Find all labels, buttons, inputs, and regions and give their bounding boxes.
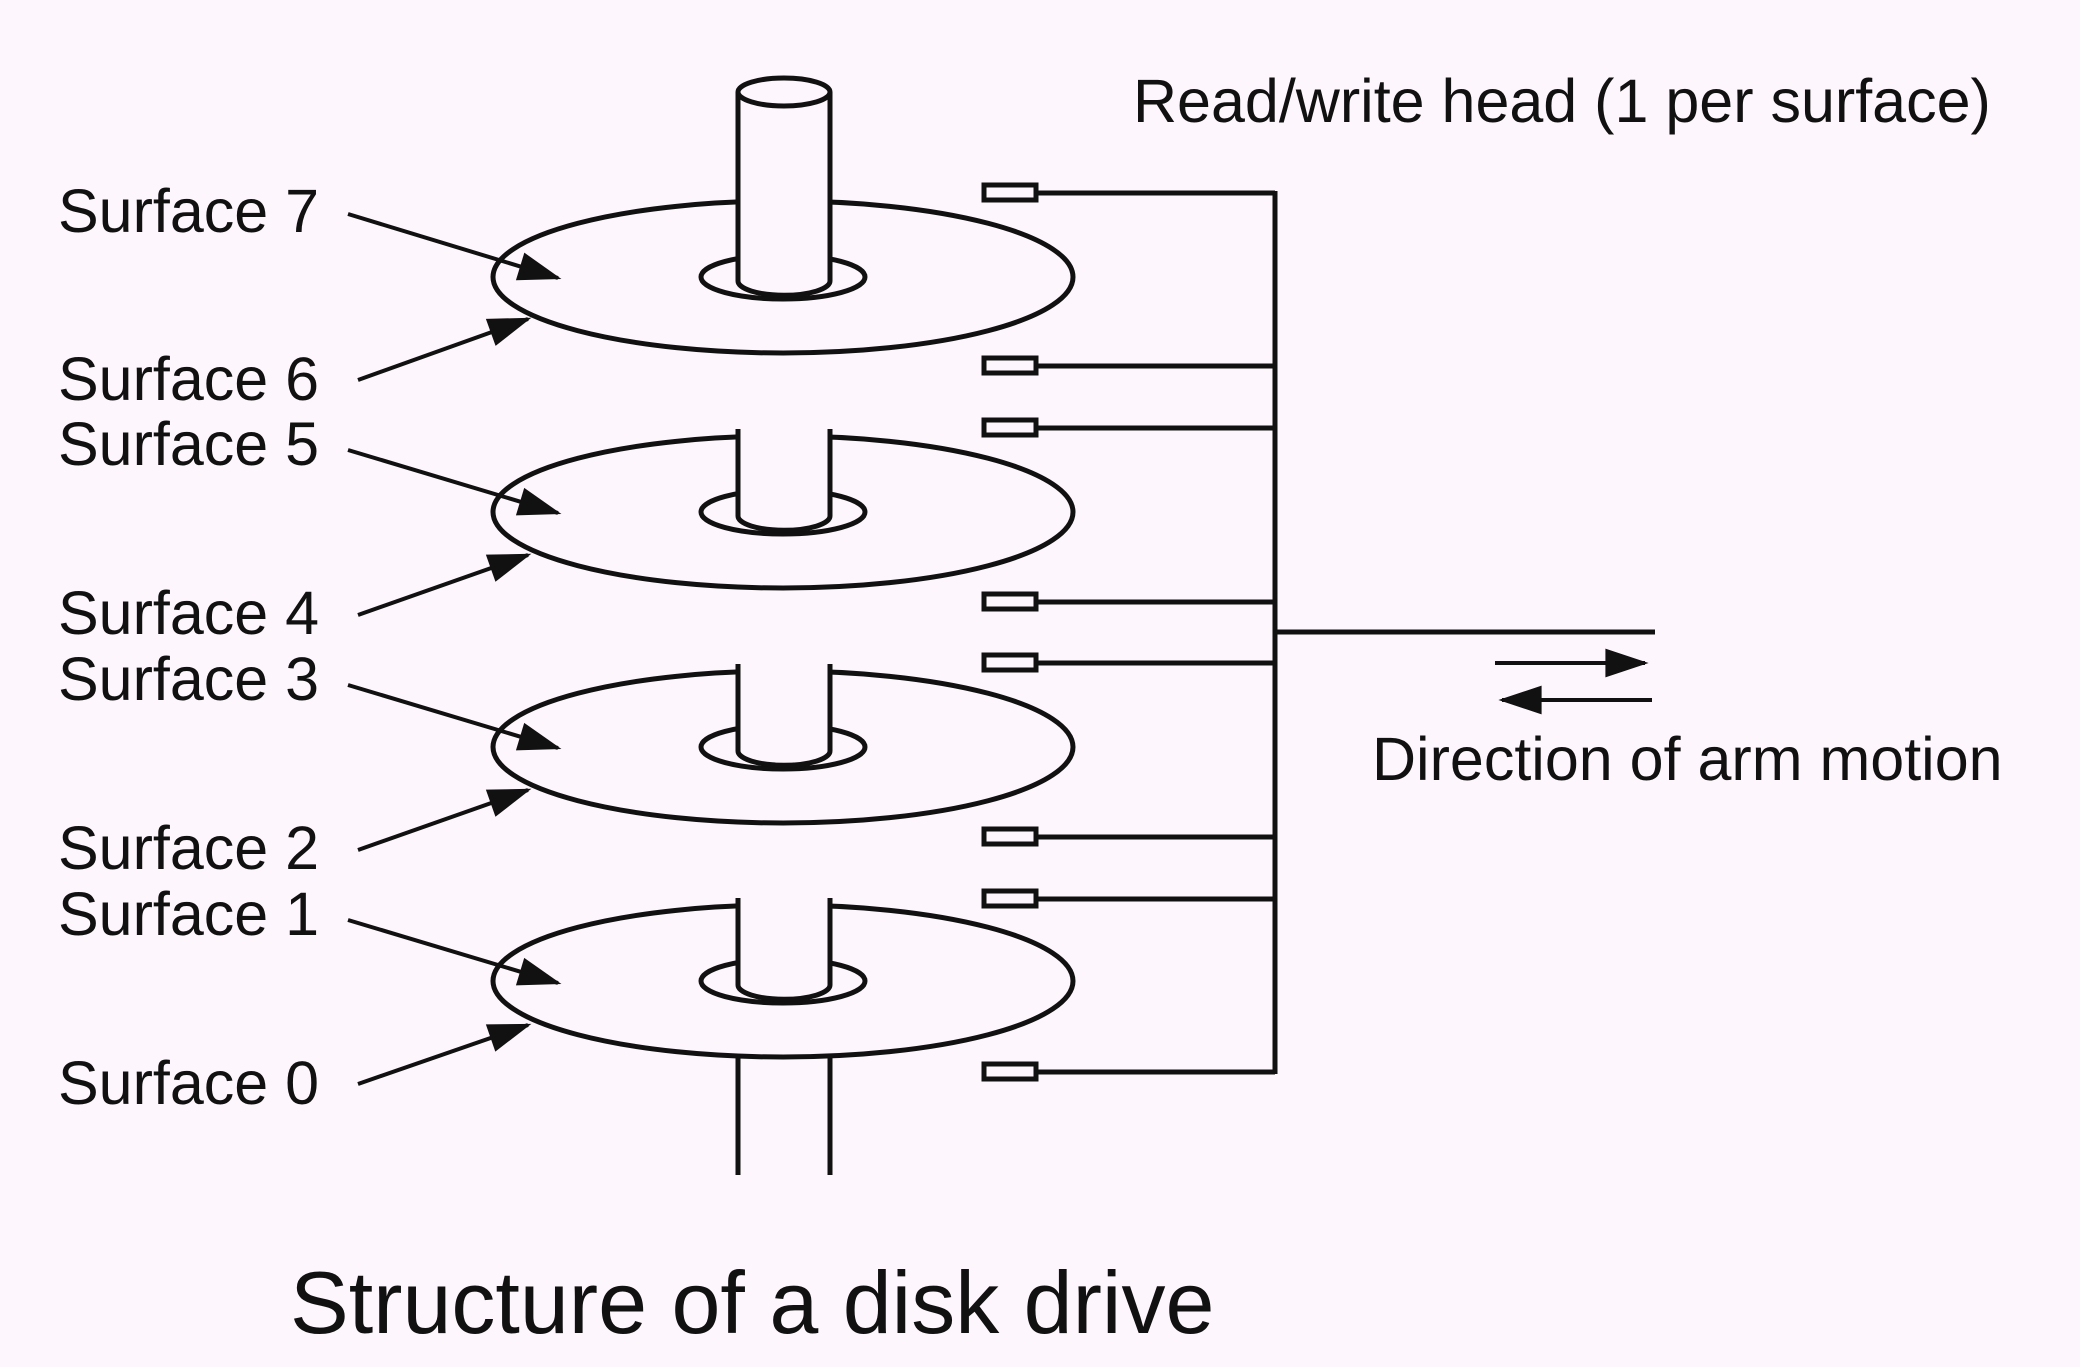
head-label: Read/write head (1 per surface) [1133,67,1991,135]
surface-label-0: Surface 0 [58,1049,319,1117]
head-5 [981,417,1039,438]
pointer-surface-0 [357,1023,532,1086]
head-2 [981,826,1039,847]
arm-assembly [1036,190,1655,1075]
spindle-top [735,75,833,298]
surface-label-1: Surface 1 [58,880,319,948]
arm-motion-arrows [1495,648,1652,715]
head-6 [981,355,1039,376]
head-1 [981,888,1039,909]
surface-label-6: Surface 6 [58,345,319,413]
pointer-surface-2 [357,788,532,852]
platter-1 [490,664,1076,826]
platter-2 [490,429,1076,591]
pointer-surface-6 [357,317,532,382]
caption: Structure of a disk drive [290,1253,1214,1352]
surface-label-2: Surface 2 [58,814,319,882]
motion-label: Direction of arm motion [1372,725,2003,793]
pointer-surface-3 [347,683,562,751]
pointer-surface-5 [347,448,562,516]
platter-0 [490,898,1076,1060]
pointer-surface-4 [357,553,532,617]
head-3 [981,652,1039,673]
head-0 [981,1061,1039,1082]
surface-label-7: Surface 7 [58,177,319,245]
head-7 [981,182,1039,203]
head-4 [981,591,1039,612]
surface-label-5: Surface 5 [58,410,319,478]
surface-label-4: Surface 4 [58,579,319,647]
spindle-base [735,1055,833,1175]
label-pointers [347,212,562,1086]
surface-label-3: Surface 3 [58,645,319,713]
pointer-surface-1 [347,918,562,986]
pointer-surface-7 [347,212,562,281]
